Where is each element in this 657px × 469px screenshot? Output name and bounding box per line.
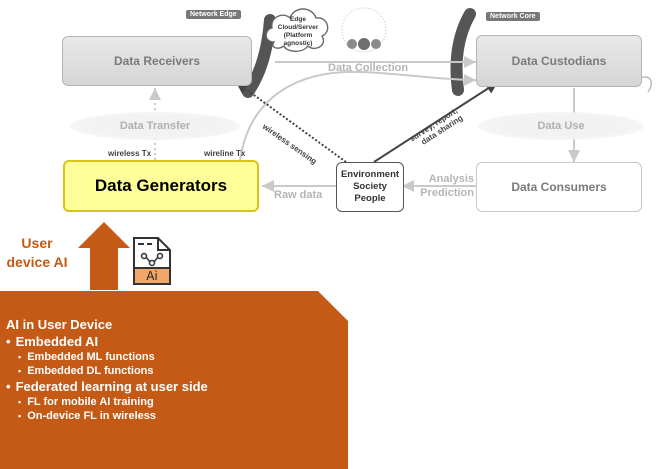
- user-device-ai-label: User device AI: [6, 235, 68, 270]
- analysis-label: Analysis: [428, 173, 474, 185]
- panel-subitem-fl-mobile: FL for mobile AI training: [6, 396, 348, 408]
- network-edge-arc: [242, 14, 276, 98]
- network-core-arc: [450, 8, 476, 96]
- survey-arrow: [373, 81, 499, 163]
- wireless-sensing-arrow: [235, 81, 347, 163]
- ai-file-icon: Ai: [132, 236, 172, 286]
- panel-subitem-ml: Embedded ML functions: [6, 351, 348, 363]
- data-use-label: Data Use: [478, 112, 644, 140]
- prediction-label: Prediction: [420, 187, 474, 199]
- data-generators-box: Data Generators: [63, 160, 259, 212]
- raw-data-label: Raw data: [274, 189, 323, 201]
- right-tail: [639, 76, 652, 93]
- user-ai-up-arrow: [78, 222, 130, 290]
- wireline-curve: [239, 70, 477, 161]
- panel-item-federated-learning: Federated learning at user side: [6, 379, 348, 394]
- cloud-icon: [265, 8, 329, 52]
- panel-subitem-fl-wireless: On-device FL in wireless: [6, 410, 348, 422]
- wireline-tx-label: wireline Tx: [204, 149, 246, 158]
- data-consumers-box: Data Consumers: [476, 162, 642, 212]
- data-transfer-label: Data Transfer: [70, 112, 240, 140]
- data-custodians-box: Data Custodians: [476, 35, 642, 87]
- ai-in-user-device-panel: AI in User Device Embedded AI Embedded M…: [0, 291, 348, 469]
- ai-file-icon-text: Ai: [146, 269, 158, 283]
- panel-title: AI in User Device: [6, 317, 113, 332]
- panel-subitem-dl: Embedded DL functions: [6, 365, 348, 377]
- panel-item-embedded-ai: Embedded AI: [6, 334, 348, 349]
- wireless-tx-label: wireless Tx: [108, 149, 152, 158]
- cloud-label: Edge Cloud/Server (Platform agnostic): [277, 16, 319, 47]
- data-collection-label: Data Collection: [328, 62, 409, 74]
- network-core-label: Network Core: [486, 12, 540, 21]
- globe-icon: [341, 7, 387, 53]
- network-edge-label: Network Edge: [186, 10, 241, 19]
- data-receivers-box: Data Receivers: [62, 36, 252, 86]
- environment-box: Environment Society People: [336, 162, 404, 212]
